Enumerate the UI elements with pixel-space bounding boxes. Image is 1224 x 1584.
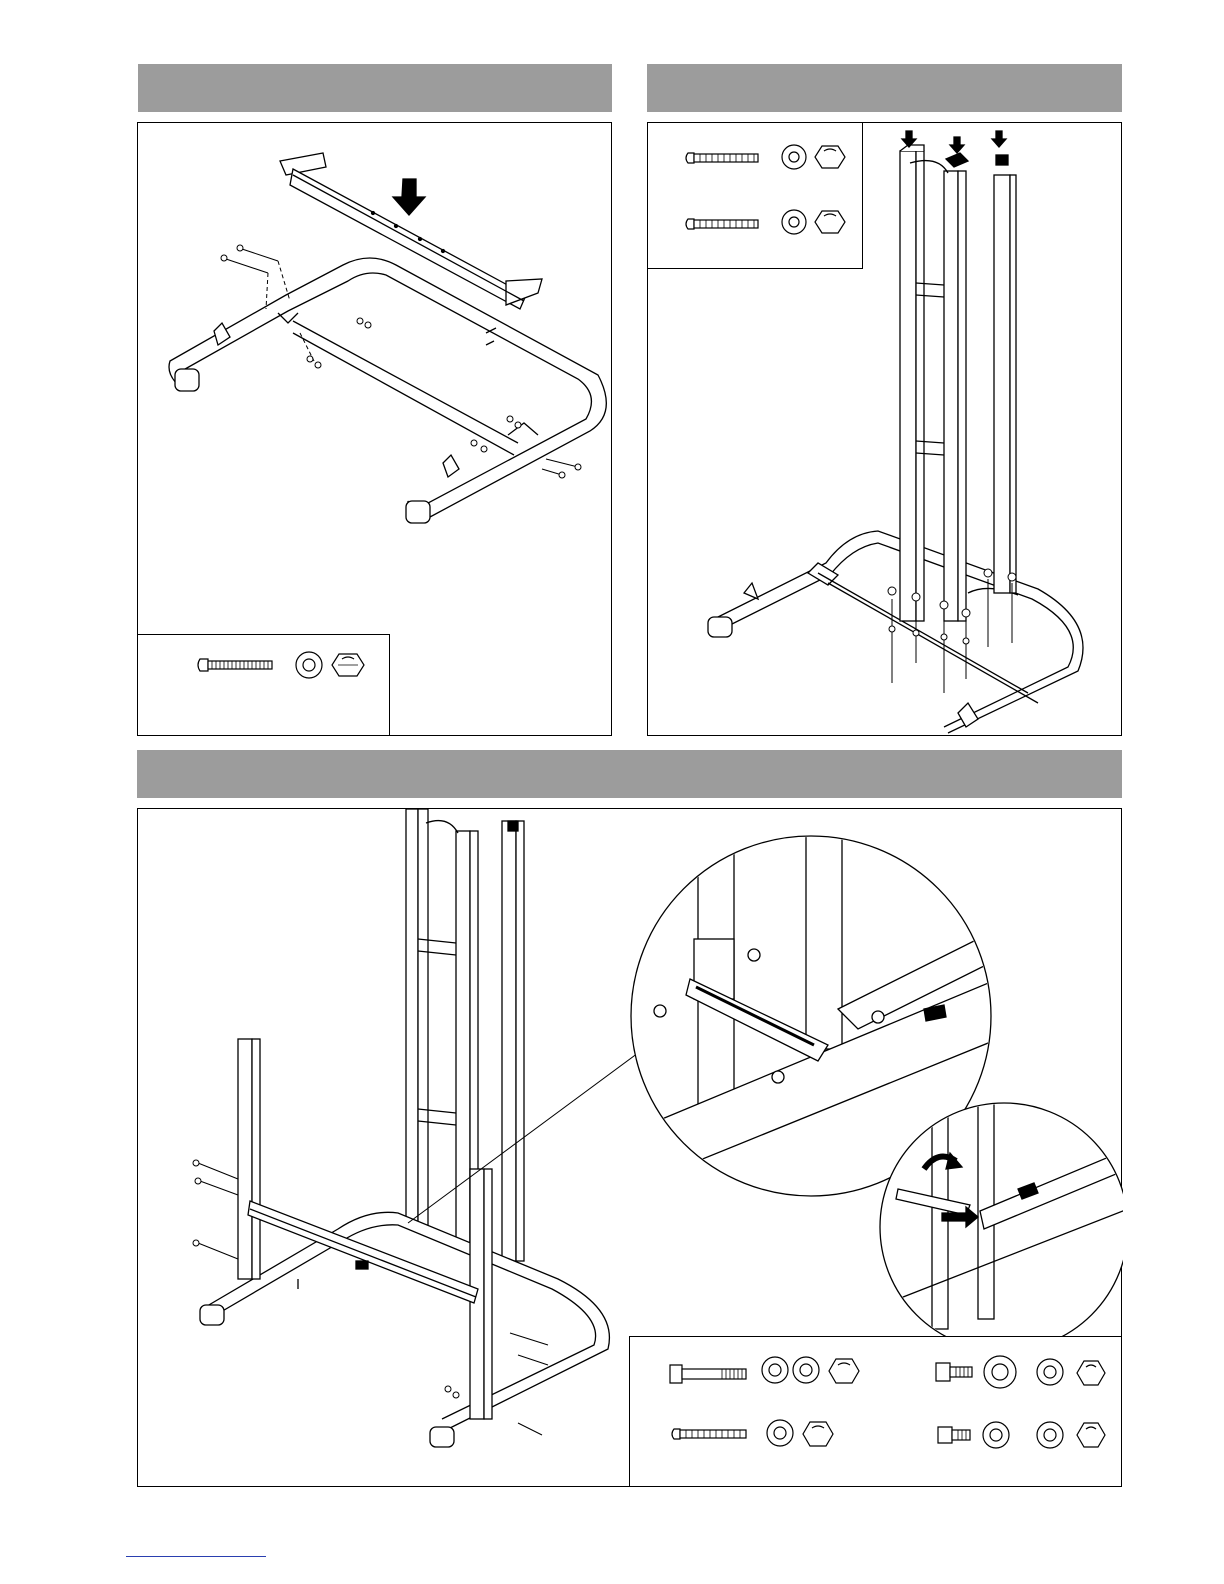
nut-icon — [815, 211, 845, 233]
carriage-bolt-icon — [686, 153, 758, 163]
carriage-bolt-icon — [686, 219, 758, 229]
washer-icon — [793, 1357, 819, 1383]
nut-icon — [803, 1422, 833, 1446]
step-c-parts-box — [629, 1336, 1122, 1487]
base-frame-part — [169, 258, 606, 523]
washer-icon — [767, 1420, 793, 1446]
step-a-header — [138, 64, 612, 112]
end-cap — [996, 155, 1008, 165]
washer-icon — [296, 652, 322, 678]
washer-icon — [782, 145, 806, 169]
washer-icon — [984, 1356, 1016, 1388]
step-b-header — [647, 64, 1122, 112]
hex-bolt-icon — [670, 1365, 746, 1383]
washer-icon — [983, 1422, 1009, 1448]
nut-icon — [332, 654, 364, 676]
down-arrow-icon — [393, 179, 425, 215]
short-bolt-icon — [938, 1427, 970, 1443]
carriage-bolt-icon — [198, 659, 272, 671]
step-b-panel — [647, 122, 1122, 736]
step-a-panel — [137, 122, 612, 736]
footer-rule — [126, 1556, 266, 1557]
nut-icon — [1077, 1361, 1105, 1385]
step-c-panel — [137, 808, 1122, 1487]
carriage-bolt-icon — [672, 1429, 746, 1439]
short-bolt-icon — [936, 1363, 972, 1381]
step-a-parts-box — [137, 634, 390, 736]
washer-icon — [762, 1357, 788, 1383]
upright-part — [406, 809, 524, 1291]
washer-icon — [782, 210, 806, 234]
nut-icon — [1077, 1423, 1105, 1447]
nut-icon — [815, 146, 845, 168]
step-b-parts-box — [647, 122, 863, 269]
nut-icon — [829, 1359, 859, 1383]
base-frame-part — [708, 531, 1083, 733]
base-frame-part — [200, 1212, 609, 1447]
upright-part — [900, 145, 1016, 621]
washer-icon — [1037, 1422, 1063, 1448]
step-c-header — [137, 750, 1122, 798]
washer-icon — [1037, 1359, 1063, 1385]
